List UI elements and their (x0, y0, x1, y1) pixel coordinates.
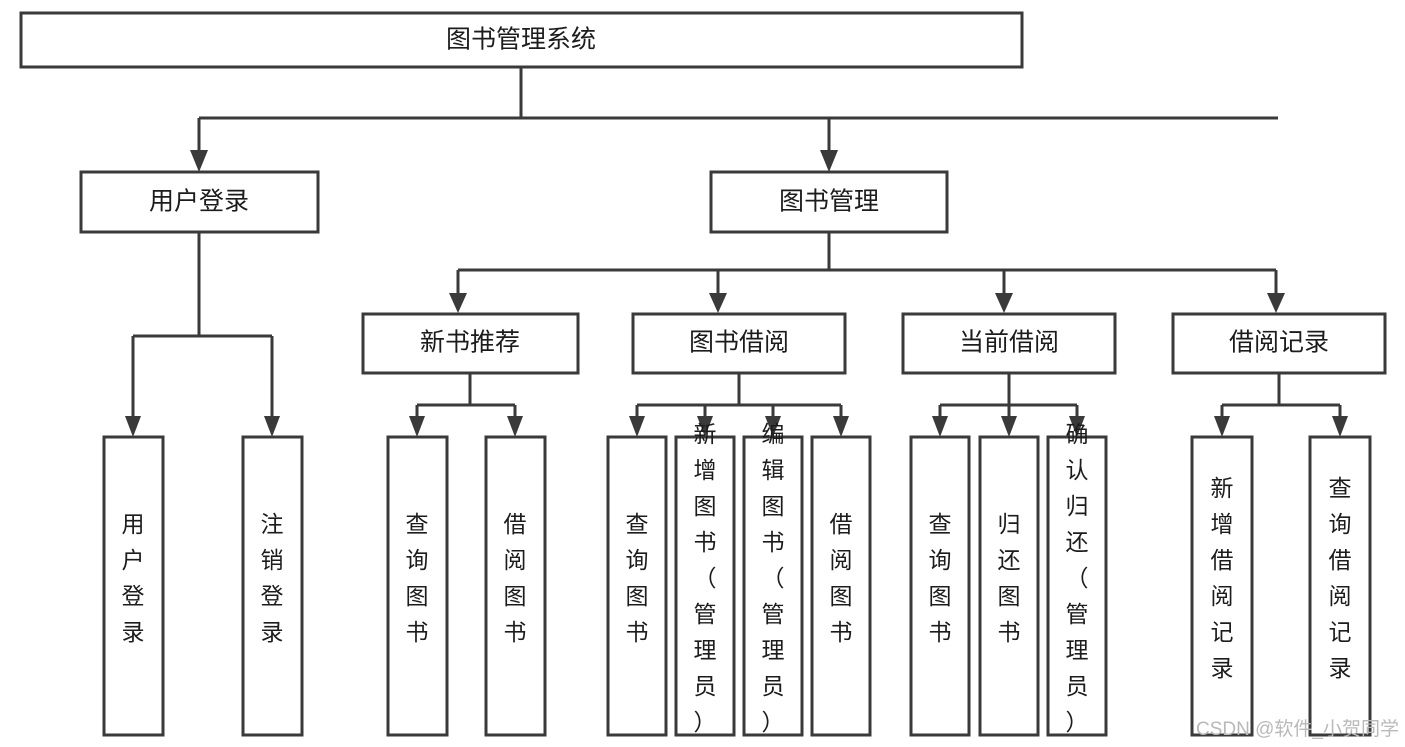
leaf-node-query-record[interactable]: 查询借阅记录 (1308, 435, 1372, 737)
node-borrow-record[interactable]: 借阅记录 (1171, 312, 1387, 375)
leaf-borrow-book-2-label: 借阅图书 (830, 511, 853, 645)
node-current-borrow[interactable]: 当前借阅 (901, 312, 1117, 375)
leaf-query-book-1-label: 查询图书 (406, 511, 429, 645)
arrow-head-leaf-query-book-3 (932, 416, 948, 437)
node-new-book-recommend-box[interactable] (361, 312, 580, 375)
leaf-node-edit-book[interactable]: 编辑图书（管理员） (742, 421, 804, 737)
node-borrow-record-label: 借阅记录 (1229, 329, 1329, 357)
leaf-node-query-book-1[interactable]: 查询图书 (386, 435, 449, 737)
connector-group-book-management (449, 232, 1285, 313)
csdn-watermark: CSDN @软件_小贺同学 (1196, 718, 1399, 740)
leaf-confirm-return-box[interactable] (1046, 435, 1108, 737)
leaf-borrow-book-1-label: 借阅图书 (504, 511, 527, 645)
leaf-add-book-box[interactable] (674, 435, 736, 737)
arrow-head-leaf-add-record (1214, 416, 1230, 437)
leaf-query-book-3-label: 查询图书 (929, 511, 952, 645)
arrow-head-leaf-confirm-return (1069, 416, 1085, 437)
arrow-head-book-borrow (709, 293, 727, 313)
node-current-borrow-box[interactable] (901, 312, 1117, 375)
arrow-head-leaf-query-record (1332, 416, 1348, 437)
arrow-head-current-borrow (995, 293, 1013, 313)
leaf-node-return-book[interactable]: 归还图书 (978, 435, 1040, 737)
connector-group-user-login (125, 232, 280, 437)
leaf-node-borrow-book-1[interactable]: 借阅图书 (484, 435, 547, 737)
leaf-node-confirm-return[interactable]: 确认归还（管理员） (1046, 421, 1108, 737)
leaf-add-record-box[interactable] (1190, 435, 1254, 737)
leaf-edit-book-label: 编辑图书（管理员） (762, 421, 785, 735)
leaf-user-login-label: 用户登录 (122, 511, 145, 645)
connector-group-current-borrow (932, 373, 1085, 437)
leaf-add-record-label: 新增借阅记录 (1211, 475, 1234, 681)
arrow-head-leaf-user-login (125, 416, 141, 437)
arrow-head-leaf-borrow-book-1 (507, 416, 523, 437)
leaf-edit-book-box[interactable] (742, 435, 804, 737)
node-root-box[interactable] (19, 11, 1024, 69)
leaf-node-query-book-3[interactable]: 查询图书 (909, 435, 971, 737)
arrow-head-leaf-query-book-2 (629, 416, 645, 437)
connector-group-borrow-record (1214, 373, 1348, 437)
node-new-book-recommend-label: 新书推荐 (420, 329, 520, 357)
node-book-management-box[interactable] (709, 170, 949, 234)
leaf-node-borrow-book-2[interactable]: 借阅图书 (810, 435, 872, 737)
arrow-head-leaf-add-book (697, 416, 713, 437)
leaf-node-add-book[interactable]: 新增图书（管理员） (674, 421, 736, 737)
node-book-borrow[interactable]: 图书借阅 (631, 312, 847, 375)
leaf-query-book-2-label: 查询图书 (626, 511, 649, 645)
leaf-query-record-label: 查询借阅记录 (1329, 475, 1352, 681)
leaf-node-user-login[interactable]: 用户登录 (102, 435, 165, 737)
leaf-query-record-box[interactable] (1308, 435, 1372, 737)
leaf-node-add-record[interactable]: 新增借阅记录 (1190, 435, 1254, 737)
leaf-query-book-1-box[interactable] (386, 435, 449, 737)
leaf-return-book-label: 归还图书 (998, 511, 1021, 645)
arrow-head-leaf-edit-book (765, 416, 781, 437)
leaf-return-book-box[interactable] (978, 435, 1040, 737)
leaf-node-query-book-2[interactable]: 查询图书 (606, 435, 668, 737)
connector-group-book-borrow (629, 373, 849, 437)
node-user-login-label: 用户登录 (149, 188, 249, 216)
leaf-node-user-logout[interactable]: 注销登录 (241, 435, 304, 737)
leaf-query-book-3-box[interactable] (909, 435, 971, 737)
node-root-label: 图书管理系统 (446, 26, 596, 54)
arrow-head-leaf-borrow-book-2 (833, 416, 849, 437)
node-book-borrow-label: 图书借阅 (689, 329, 789, 357)
leaf-borrow-book-1-box[interactable] (484, 435, 547, 737)
arrow-head-leaf-user-logout (264, 416, 280, 437)
connector-group-new-book-recommend (409, 373, 523, 437)
connector-group-root (190, 67, 1278, 172)
arrow-head-leaf-query-book-1 (409, 416, 425, 437)
leaf-user-logout-box[interactable] (241, 435, 304, 737)
arrow-head-book-management (820, 150, 838, 172)
leaf-user-logout-label: 注销登录 (261, 511, 284, 645)
node-borrow-record-box[interactable] (1171, 312, 1387, 375)
node-new-book-recommend[interactable]: 新书推荐 (361, 312, 580, 375)
node-user-login[interactable]: 用户登录 (79, 170, 320, 234)
node-current-borrow-label: 当前借阅 (959, 329, 1059, 357)
node-book-management[interactable]: 图书管理 (709, 170, 949, 234)
leaf-add-book-label: 新增图书（管理员） (694, 421, 717, 735)
leaf-borrow-book-2-box[interactable] (810, 435, 872, 737)
arrow-head-new-book-recommend (449, 293, 467, 313)
node-book-borrow-box[interactable] (631, 312, 847, 375)
node-root[interactable]: 图书管理系统 (19, 11, 1024, 69)
leaf-query-book-2-box[interactable] (606, 435, 668, 737)
leaf-user-login-box[interactable] (102, 435, 165, 737)
arrow-head-borrow-record (1267, 293, 1285, 313)
node-book-management-label: 图书管理 (779, 188, 879, 216)
arrow-head-leaf-return-book (1001, 416, 1017, 437)
arrow-head-user-login (190, 150, 208, 172)
node-user-login-box[interactable] (79, 170, 320, 234)
leaf-confirm-return-label: 确认归还（管理员） (1066, 421, 1089, 735)
